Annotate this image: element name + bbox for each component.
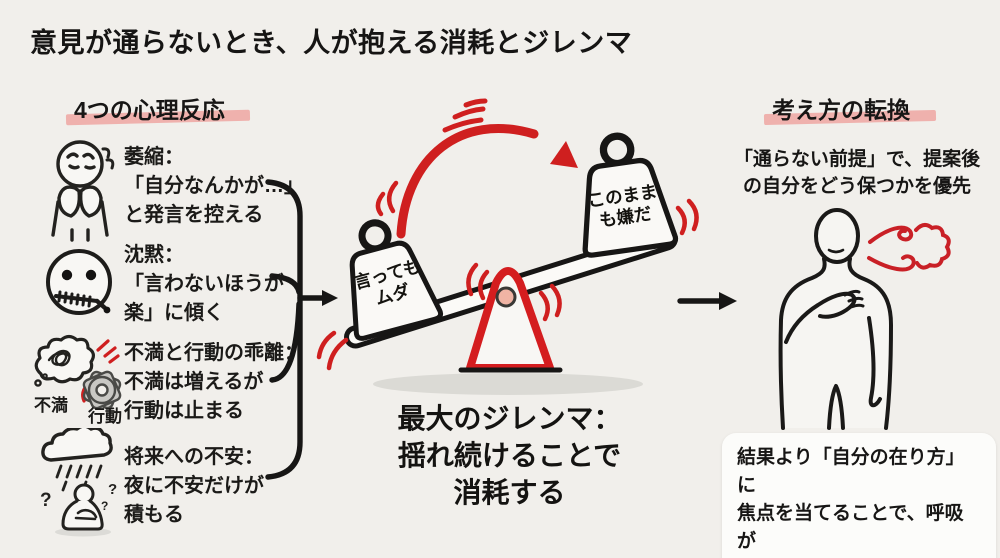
dilemma-caption: 最大のジレンマ： 揺れ続けることで 消耗する <box>397 403 622 508</box>
reaction-item-text-1: 萎縮： 「自分なんかが…」 と発言を控える <box>124 146 304 226</box>
breath-puff-icon <box>867 223 951 272</box>
gathering-brace <box>265 179 338 480</box>
reaction-item-text-4: 将来への不安： 夜に不安だけが 積もる <box>124 446 264 526</box>
right-heading-wrap: 考え方の転換 <box>763 91 937 126</box>
callout-text: 結果より「自分の在り方」に 焦点を当てることで、呼吸が 楽になり行動が整う。 <box>737 447 965 552</box>
left-weight-icon <box>349 219 444 341</box>
gear-icon <box>82 370 122 410</box>
swing-arrow-icon <box>396 98 578 239</box>
fulcrum-icon <box>458 267 563 373</box>
reaction-item-text-3: 不満と行動の乖離： 不満は増えるが 行動は止まる <box>124 342 304 422</box>
zipper-mouth-face-icon <box>46 249 112 315</box>
left-panel-heading: 4つの心理反応 <box>74 97 225 123</box>
brace-arrowhead-icon <box>322 290 338 306</box>
covering-mouth-person-icon <box>51 140 115 242</box>
transition-arrow-icon <box>677 292 737 310</box>
mindset-subheading: 「通らない前提」で、提案後 の自分をどう保つかを優先 <box>733 149 981 197</box>
seesaw-shadow <box>373 373 643 395</box>
tangled-thought-and-gear-icon <box>34 334 122 410</box>
callout-box: 結果より「自分の在り方」に 焦点を当てることで、呼吸が 楽になり行動が整う。 <box>722 433 996 558</box>
right-panel-heading: 考え方の転換 <box>772 97 910 123</box>
breathing-person-icon <box>778 208 951 430</box>
vibration-marks <box>316 180 699 371</box>
reaction-item-text-2: 沈黙： 「言わないほうが 楽」に傾く <box>124 244 284 324</box>
page-title: 意見が通らないとき、人が抱える消耗とジレンマ <box>30 28 633 58</box>
rain-cloud-person-icon: ? ? ? <box>40 428 117 537</box>
question-mark: ? <box>101 499 108 513</box>
question-mark: ? <box>40 490 52 511</box>
right-weight-icon <box>582 132 679 258</box>
question-mark: ? <box>108 481 117 498</box>
pivot-dot <box>495 286 517 308</box>
gear-label: 行動 <box>88 407 122 426</box>
thought-label: 不満 <box>34 396 68 415</box>
left-heading-wrap: 4つの心理反応 <box>65 91 251 126</box>
